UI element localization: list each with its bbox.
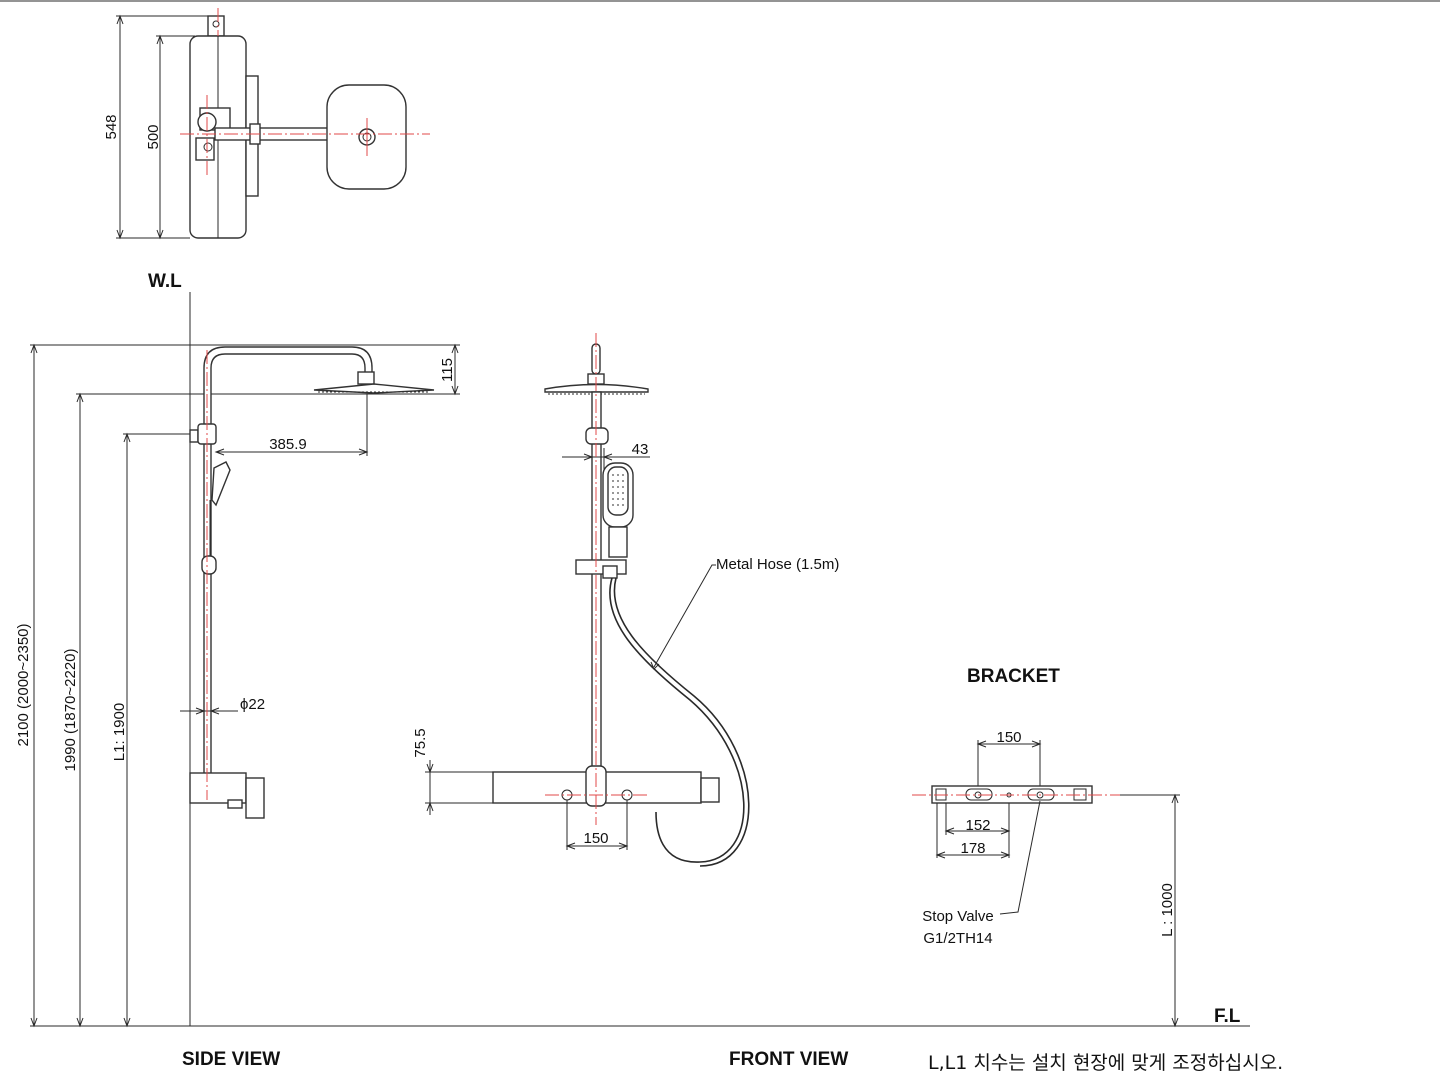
dim-arm-drop: 115 [439, 358, 456, 382]
side-view [30, 343, 460, 1028]
installation-note: L,L1 치수는 설치 현장에 맞게 조정하십시오. [928, 1052, 1283, 1074]
bracket-view [912, 740, 1180, 1028]
label-wall-line: W.L [148, 271, 182, 292]
label-stop-valve-thread: G1/2TH14 [923, 930, 992, 947]
title-side-view: SIDE VIEW [182, 1049, 280, 1070]
dim-mixer-height: 75.5 [412, 728, 429, 757]
dim-l1: L1: 1900 [111, 703, 128, 761]
dim-top-outer: 548 [103, 114, 120, 139]
label-stop-valve: Stop Valve [922, 908, 993, 925]
dim-head-height: 1990 (1870~2220) [62, 648, 79, 771]
dim-rail-offset: 43 [632, 441, 649, 458]
dim-l-height: L : 1000 [1159, 883, 1176, 937]
dim-pipe-diameter: ϕ22 [240, 696, 265, 713]
dim-total-height: 2100 (2000~2350) [15, 623, 32, 746]
label-metal-hose: Metal Hose (1.5m) [716, 556, 839, 573]
dim-top-inner: 500 [145, 124, 162, 149]
title-bracket: BRACKET [967, 666, 1060, 687]
dim-bracket-spacing: 150 [996, 729, 1021, 746]
dim-arm-reach: 385.9 [269, 436, 307, 453]
label-floor-line: F.L [1214, 1006, 1241, 1027]
dim-bracket-inner: 152 [965, 817, 990, 834]
dim-mixer-spacing: 150 [583, 830, 608, 847]
title-front-view: FRONT VIEW [729, 1049, 848, 1070]
top-view [116, 8, 430, 240]
front-view [425, 333, 750, 867]
dim-bracket-outer: 178 [960, 840, 985, 857]
